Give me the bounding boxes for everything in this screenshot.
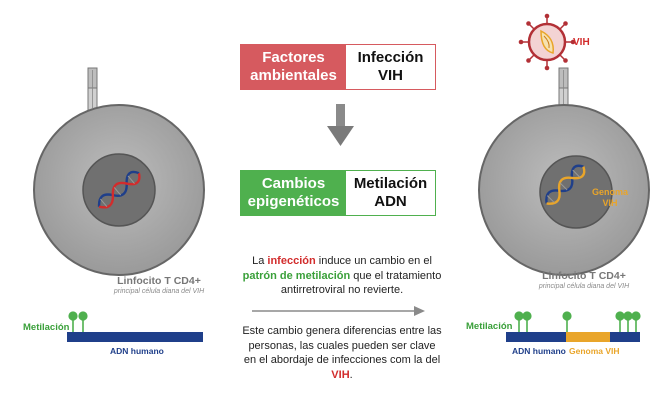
left-cell-sub: principal célula diana del VIH: [113, 288, 205, 295]
dna-methylation-label: Metilación ADN: [353, 175, 428, 210]
p2-text-2: .: [349, 368, 353, 381]
left-dna-helix-icon: [97, 170, 141, 209]
left-methylation-label: Metilación: [23, 322, 70, 333]
right-cell-label: Linfocito T CD4+: [542, 270, 626, 282]
left-cell-receptor: [87, 67, 98, 111]
paragraph-differences: Este cambio genera diferencias entre las…: [242, 324, 442, 382]
factors-box: Factores ambientales Infección VIH: [240, 44, 436, 90]
epigenetic-label: Cambios epigenéticos: [241, 171, 346, 215]
p2-vih: VIH: [331, 368, 350, 381]
virus-label: VIH: [573, 37, 590, 48]
right-methylation-label: Metilación: [466, 321, 513, 332]
factors-label: Factores ambientales: [241, 45, 346, 89]
left-dna-label: ADN humano: [110, 346, 164, 356]
right-dna-label: ADN humano: [512, 346, 566, 356]
right-dna-helix-icon: [545, 164, 586, 205]
hiv-infection-label: Infección VIH: [357, 49, 424, 84]
right-arrow-icon: [252, 306, 425, 316]
right-genome-label: Genoma VIH: [569, 346, 620, 356]
right-dna-strand: [506, 311, 641, 342]
p1-text-2: induce un cambio en el: [315, 255, 432, 267]
left-nucleus: [82, 153, 156, 227]
left-dna-strand: [67, 311, 203, 342]
p1-patron: patrón de metilación: [242, 269, 351, 282]
paragraph-infection: La infección induce un cambio en el patr…: [242, 254, 442, 298]
down-arrow-icon: [327, 104, 354, 146]
p1-infeccion: infección: [267, 255, 316, 267]
hiv-virus-icon: [518, 13, 576, 71]
left-cell-label: Linfocito T CD4+: [117, 275, 201, 287]
right-cell-sub: principal célula diana del VIH: [538, 283, 630, 290]
right-cell-receptor: [558, 67, 569, 111]
p1-text-3: que el tratamiento antirretroviral no re…: [280, 269, 442, 297]
right-nucleus: [539, 155, 613, 229]
p1-text-1: La: [252, 255, 268, 267]
nucleus-genome-label: Genoma VIH: [591, 187, 628, 208]
epigenetic-box: Cambios epigenéticos Metilación ADN: [240, 170, 436, 216]
p2-text-1: Este cambio genera diferencias entre las…: [242, 325, 442, 366]
